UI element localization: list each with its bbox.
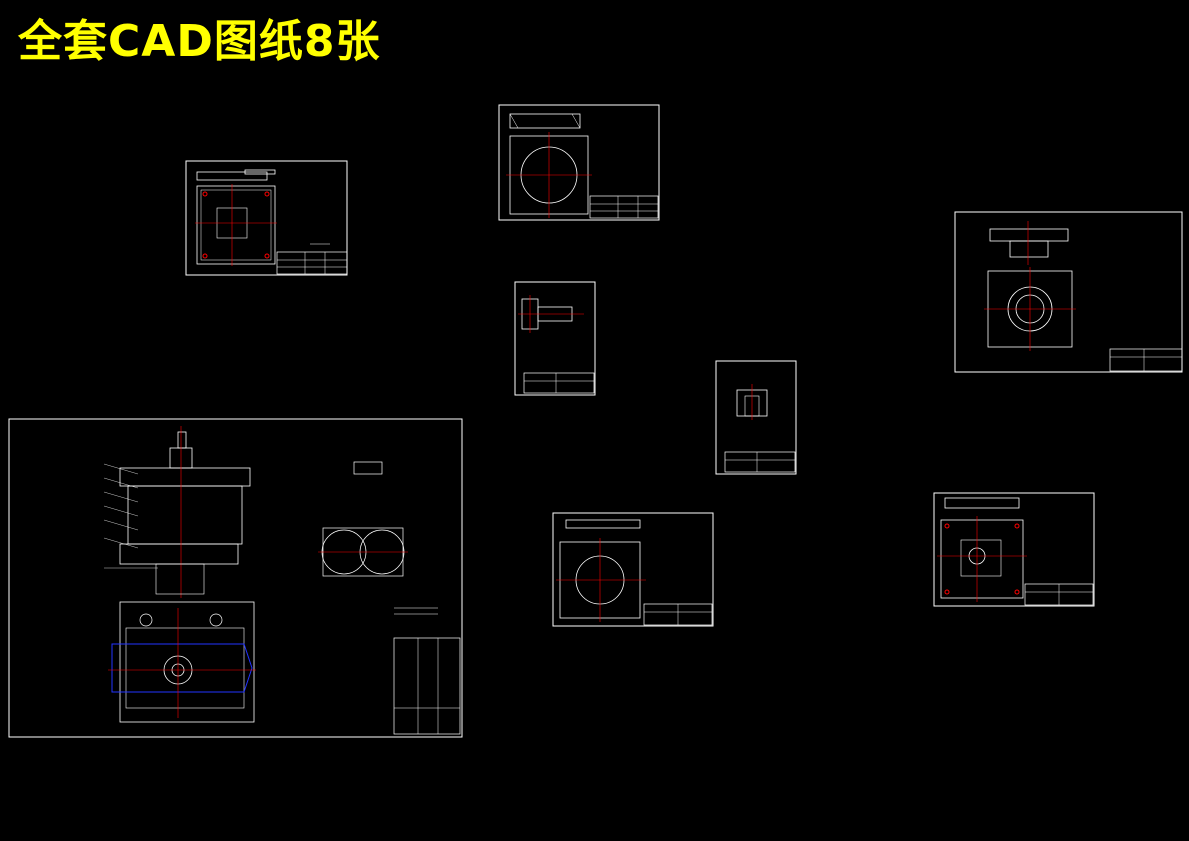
cad-sheet-shaft[interactable] [514, 281, 596, 396]
cad-sheet-round-plate[interactable] [498, 104, 660, 221]
cad-sheet-plate-1[interactable] [185, 160, 348, 276]
cad-sheet-holed-plate[interactable] [933, 492, 1095, 607]
cad-sheet-flange[interactable] [954, 211, 1183, 373]
cad-sheet-bushing[interactable] [715, 360, 797, 475]
cad-sheet-assembly[interactable] [8, 418, 463, 738]
cad-sheet-square-plate[interactable] [552, 512, 714, 627]
page-title: 全套CAD图纸8张 [18, 16, 381, 67]
